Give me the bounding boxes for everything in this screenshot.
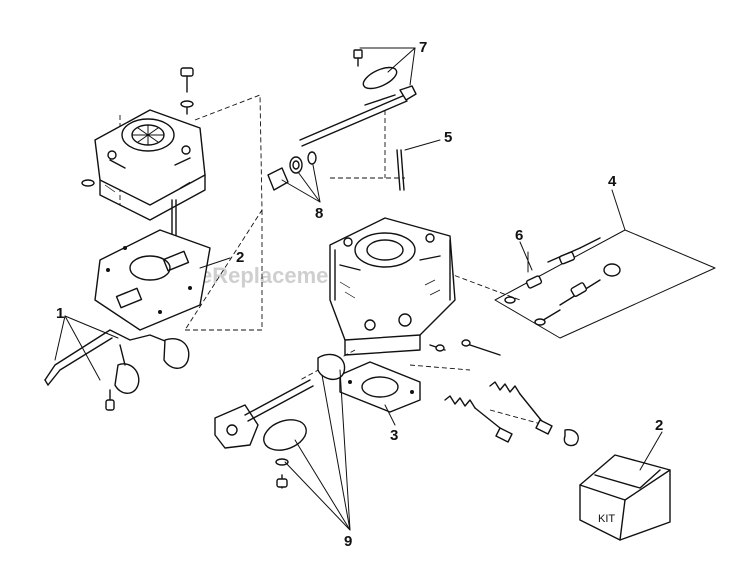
adjusting-needles: [494, 229, 716, 339]
gasket-plate: [94, 229, 211, 331]
main-carburetor-body: [329, 149, 456, 356]
leader-lines: [199, 139, 626, 426]
label-part-2-gasket: 2: [236, 249, 244, 266]
label-part-5: 5: [444, 129, 452, 146]
float-linkage: [44, 315, 190, 411]
shaft-seals: [267, 151, 321, 203]
upper-carburetor-body: [81, 67, 206, 241]
label-part-8: 8: [315, 205, 323, 222]
springs-screws: [429, 339, 579, 447]
flange-gasket: [339, 361, 421, 413]
repair-kit-box: KIT: [579, 431, 671, 541]
label-part-4: 4: [608, 173, 617, 190]
label-part-3: 3: [390, 427, 398, 444]
throttle-shaft: [299, 47, 417, 147]
label-part-2-kit: 2: [655, 417, 663, 434]
kit-box-text: KIT: [598, 513, 615, 525]
label-part-1: 1: [56, 305, 64, 322]
label-part-9: 9: [344, 533, 352, 550]
label-part-6: 6: [515, 227, 523, 244]
label-part-7: 7: [419, 39, 427, 56]
choke-parts: [214, 353, 351, 531]
